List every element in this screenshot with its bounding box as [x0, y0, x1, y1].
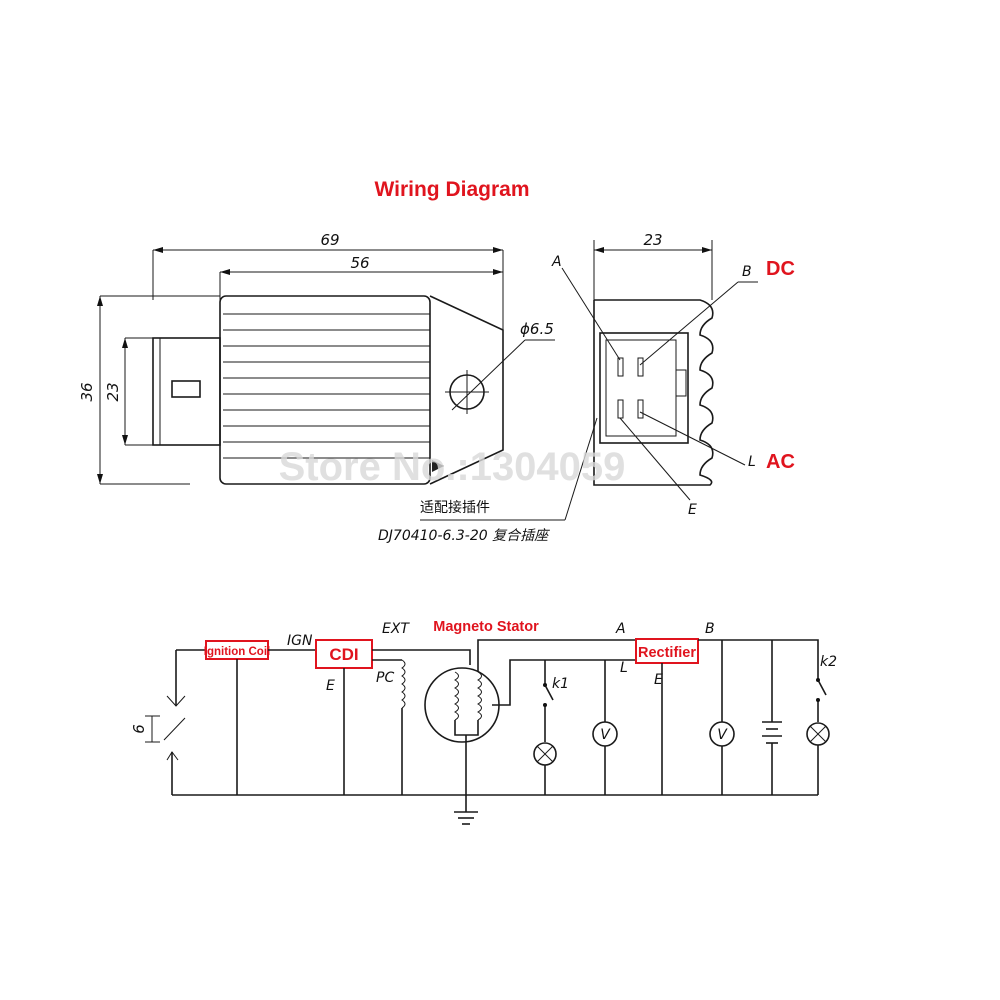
- terminal-b-label: B: [742, 264, 752, 280]
- k1-label: k1: [552, 676, 569, 692]
- pc-label: PC: [376, 670, 394, 686]
- store-watermark: Store No.:1304059: [279, 445, 626, 489]
- circuit-schematic: 6 Ignition Coil IGN CDI E EXT PC Magneto…: [130, 619, 837, 825]
- dim-width-total: 69: [320, 231, 339, 249]
- ext-label: EXT: [382, 621, 410, 637]
- ign-label: IGN: [287, 633, 313, 649]
- connector-note-line1: 适配接插件: [420, 499, 490, 516]
- connector-note-line2: DJ70410-6.3-20 复合插座: [378, 528, 550, 544]
- dim-hole: ϕ6.5: [520, 320, 554, 338]
- cdi-e-label: E: [326, 678, 335, 694]
- dc-label: DC: [766, 258, 795, 280]
- dc-voltmeter-label: V: [717, 727, 728, 743]
- rectifier-e-label: E: [654, 672, 663, 688]
- ac-voltmeter-label: V: [600, 727, 611, 743]
- cdi-label: CDI: [329, 645, 358, 664]
- ignition-coil-label: Ignition Coil: [204, 646, 270, 658]
- magneto-stator-label: Magneto Stator: [433, 619, 539, 635]
- rectifier-label: Rectifier: [638, 645, 696, 661]
- terminal-e-label: E: [688, 502, 697, 518]
- terminal-a-label: A: [551, 254, 562, 270]
- ac-label: AC: [766, 451, 795, 473]
- dim-height-total: 36: [78, 382, 96, 401]
- spark-gap-label: 6: [130, 724, 148, 734]
- dim-height-connector: 23: [104, 382, 122, 401]
- rectifier-l-label: L: [620, 660, 628, 676]
- rectifier-b-label: B: [705, 621, 715, 637]
- regulator-front-view: 69 56 36 23: [78, 231, 555, 485]
- regulator-side-view: 23 A B DC L AC E: [551, 231, 795, 518]
- k2-label: k2: [820, 654, 837, 670]
- terminal-l-label: L: [748, 454, 756, 470]
- diagram-title: Wiring Diagram: [375, 178, 530, 201]
- dim-width-body: 56: [350, 254, 369, 272]
- rectifier-a-label: A: [615, 621, 626, 637]
- dim-side-width: 23: [643, 231, 662, 249]
